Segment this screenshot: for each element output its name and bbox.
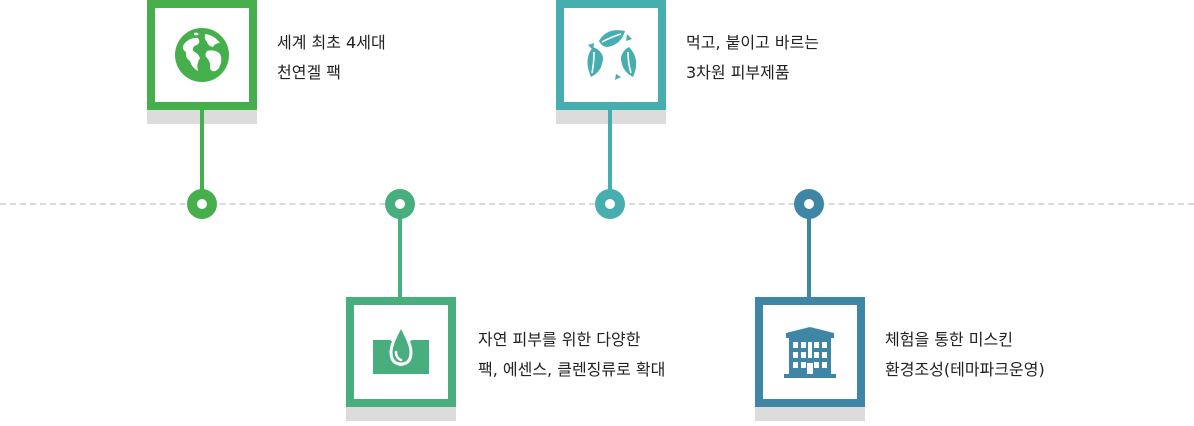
icon-box — [755, 297, 865, 407]
connector-stem — [807, 215, 811, 300]
recycle-leaves-icon — [587, 30, 637, 80]
item-text-line2: 3차원 피부제품 — [686, 63, 790, 82]
item-text-line1: 체험을 통한 미스킨 — [885, 330, 1013, 349]
item-text-line1: 자연 피부를 위한 다양한 — [478, 330, 641, 349]
item-text-line2: 팩, 에센스, 클렌징류로 확대 — [478, 360, 666, 379]
item-text-line2: 환경조성(테마파크운영) — [885, 360, 1045, 379]
timeline-node — [385, 189, 415, 219]
building-icon — [784, 327, 836, 378]
timeline-node — [187, 189, 217, 219]
icon-box — [147, 0, 257, 110]
timeline-node — [595, 189, 625, 219]
timeline-node — [794, 189, 824, 219]
connector-stem — [608, 110, 612, 192]
item-text-line2: 천연겔 팩 — [277, 63, 341, 82]
item-text-line1: 세계 최초 4세대 — [277, 33, 386, 52]
water-drop-icon — [373, 322, 429, 374]
globe-icon — [175, 28, 229, 82]
item-text-line1: 먹고, 붙이고 바르는 — [686, 33, 820, 52]
connector-stem — [398, 215, 402, 300]
connector-stem — [200, 110, 204, 192]
icon-box — [556, 0, 666, 110]
icon-box — [346, 297, 456, 407]
